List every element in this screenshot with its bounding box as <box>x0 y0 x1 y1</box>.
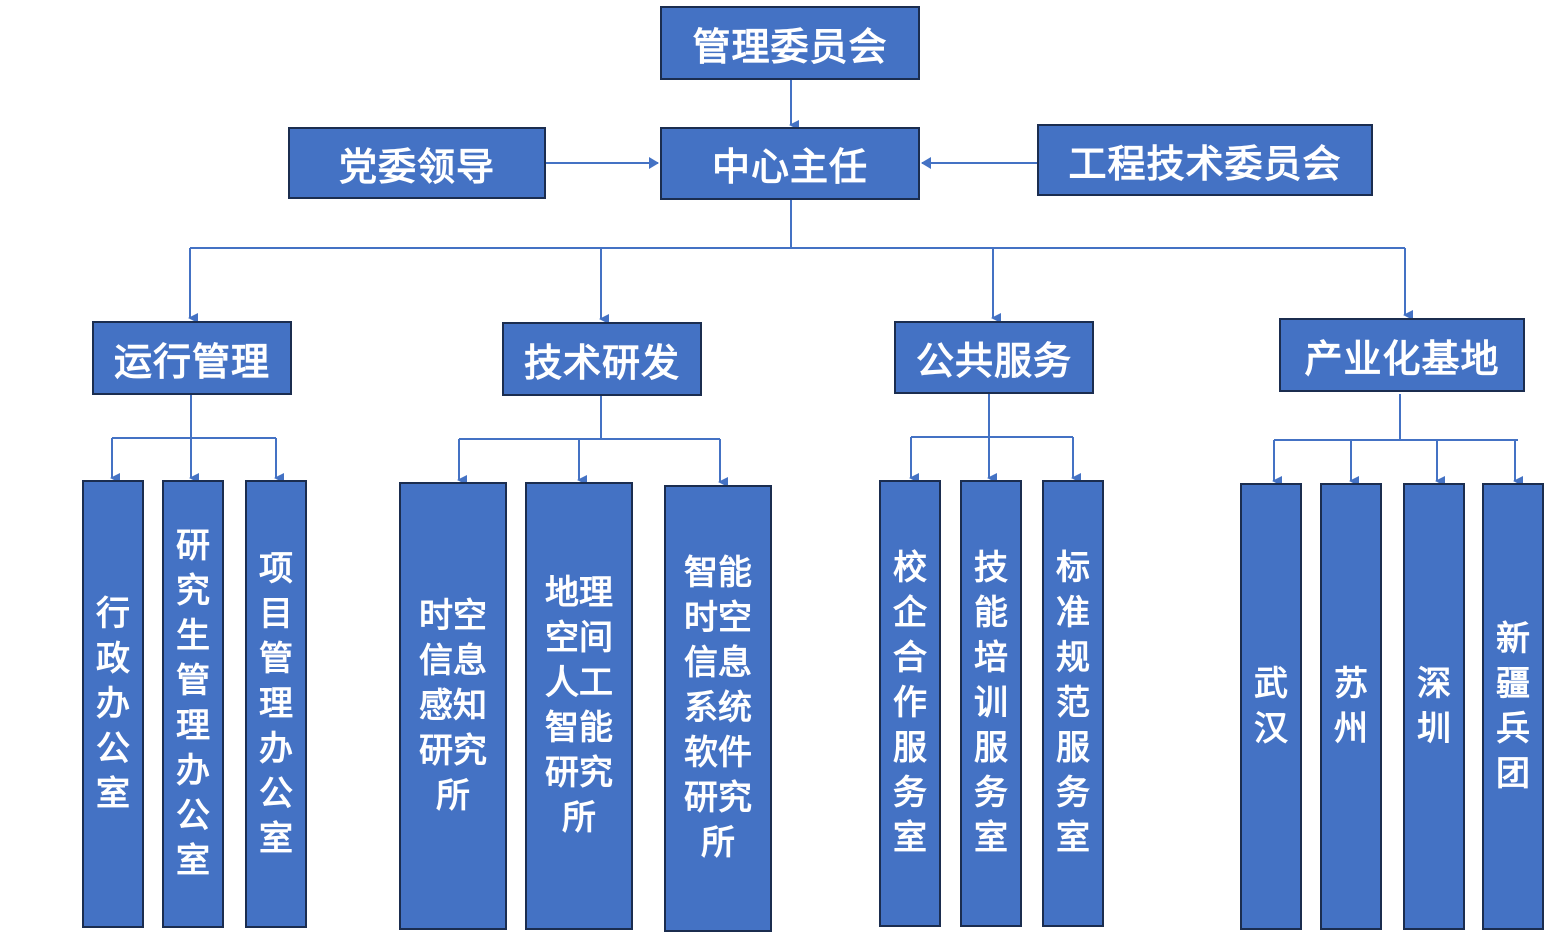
department-box-industrial-base: 产业化基地 <box>1279 318 1525 392</box>
director-label: 中心主任 <box>711 145 868 189</box>
unit-label: 地理空间人工智能研究所 <box>545 573 613 838</box>
unit-box: 校企合作服务室 <box>879 480 941 927</box>
department-box-rnd: 技术研发 <box>502 322 702 396</box>
unit-box: 新疆兵团 <box>1482 483 1544 930</box>
unit-box: 深圳 <box>1403 483 1465 930</box>
unit-box: 技能培训服务室 <box>960 480 1022 927</box>
unit-box: 地理空间人工智能研究所 <box>525 482 633 930</box>
unit-label: 技能培训服务室 <box>974 548 1008 858</box>
unit-box: 行政办公室 <box>82 480 144 928</box>
unit-label: 武汉 <box>1254 663 1288 749</box>
unit-box: 智能时空信息系统软件研究所 <box>664 485 772 932</box>
unit-box: 研究生管理办公室 <box>162 480 224 928</box>
unit-box: 标准规范服务室 <box>1042 480 1104 927</box>
department-box-public-service: 公共服务 <box>894 321 1094 394</box>
management-committee-box: 管理委员会 <box>660 6 920 80</box>
unit-label: 校企合作服务室 <box>893 548 927 858</box>
unit-box: 项目管理办公室 <box>245 480 307 928</box>
unit-label: 苏州 <box>1334 663 1368 749</box>
unit-box: 苏州 <box>1320 483 1382 930</box>
department-label: 公共服务 <box>915 339 1072 383</box>
unit-label: 研究生管理办公室 <box>176 526 210 881</box>
party-committee-box: 党委领导 <box>288 127 546 199</box>
party-committee-label: 党委领导 <box>338 144 495 189</box>
unit-label: 标准规范服务室 <box>1056 548 1090 858</box>
unit-label: 项目管理办公室 <box>259 548 293 859</box>
unit-box: 武汉 <box>1240 483 1302 930</box>
department-label: 产业化基地 <box>1304 336 1500 381</box>
unit-label: 深圳 <box>1417 663 1451 749</box>
management-committee-label: 管理委员会 <box>692 24 888 69</box>
unit-box: 时空信息感知研究所 <box>399 482 507 930</box>
engineering-committee-label: 工程技术委员会 <box>1068 141 1342 186</box>
department-label: 技术研发 <box>523 340 680 385</box>
unit-label: 新疆兵团 <box>1496 618 1530 794</box>
unit-label: 时空信息感知研究所 <box>419 595 487 816</box>
director-box: 中心主任 <box>660 127 920 200</box>
engineering-committee-box: 工程技术委员会 <box>1037 124 1373 196</box>
department-box-operations: 运行管理 <box>92 321 292 395</box>
unit-label: 行政办公室 <box>96 593 130 814</box>
unit-label: 智能时空信息系统软件研究所 <box>684 553 752 863</box>
department-label: 运行管理 <box>113 339 270 384</box>
